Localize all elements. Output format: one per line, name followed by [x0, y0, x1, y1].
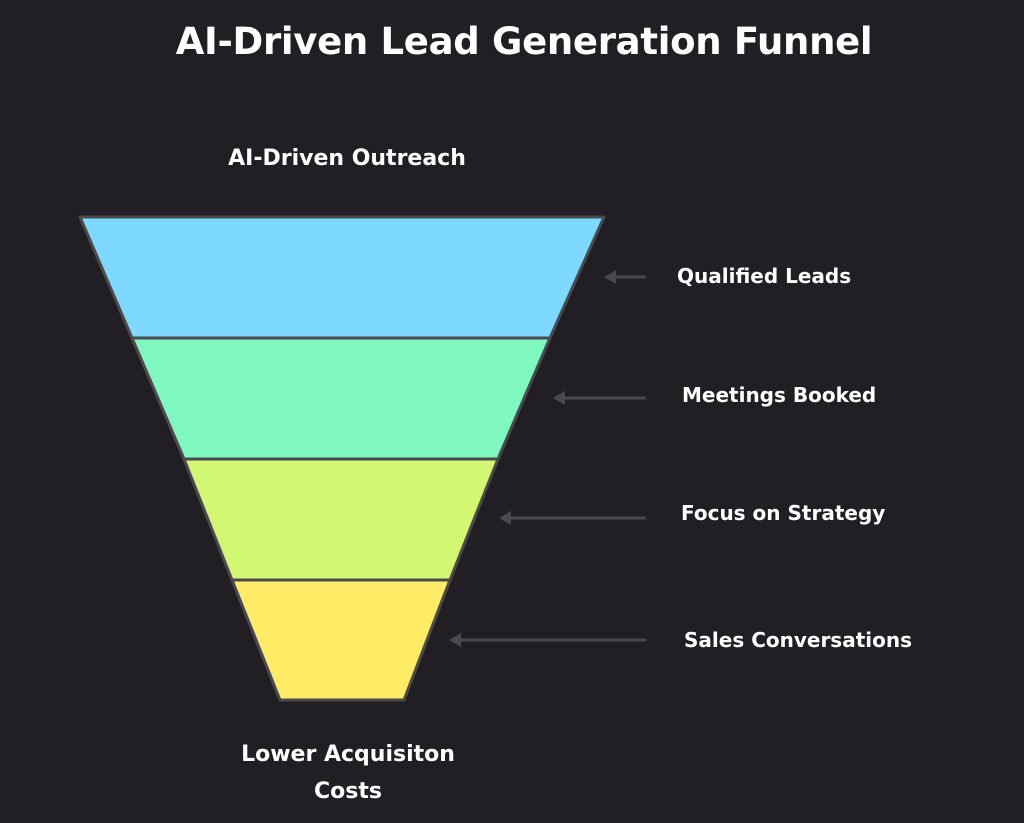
arrow-focus-on-strategy	[499, 511, 646, 525]
diagram-title: AI-Driven Lead Generation Funnel	[175, 20, 873, 63]
arrow-sales-conversations	[449, 633, 646, 647]
stage-label-sales-conversations: Sales Conversations	[684, 628, 913, 652]
stage-label-focus-on-strategy: Focus on Strategy	[681, 501, 886, 525]
funnel-bottom-label: Lower Acquisiton Costs	[180, 736, 516, 810]
stage-label-meetings-booked: Meetings Booked	[682, 383, 877, 407]
funnel-top-label: AI-Driven Outreach	[228, 146, 466, 171]
arrow-meetings-booked	[553, 391, 646, 405]
funnel-stage-qualified-leads	[78, 215, 606, 340]
arrow-qualified-leads	[604, 270, 646, 284]
stage-label-qualified-leads: Qualified Leads	[677, 264, 852, 288]
funnel-stage-meetings-booked	[130, 336, 552, 461]
bottom-label-line1: Lower Acquisiton	[241, 742, 455, 767]
funnel-stage-focus-on-strategy	[182, 457, 500, 582]
funnel-stage-sales-conversations	[230, 578, 452, 702]
bottom-label-line2: Costs	[314, 779, 382, 804]
